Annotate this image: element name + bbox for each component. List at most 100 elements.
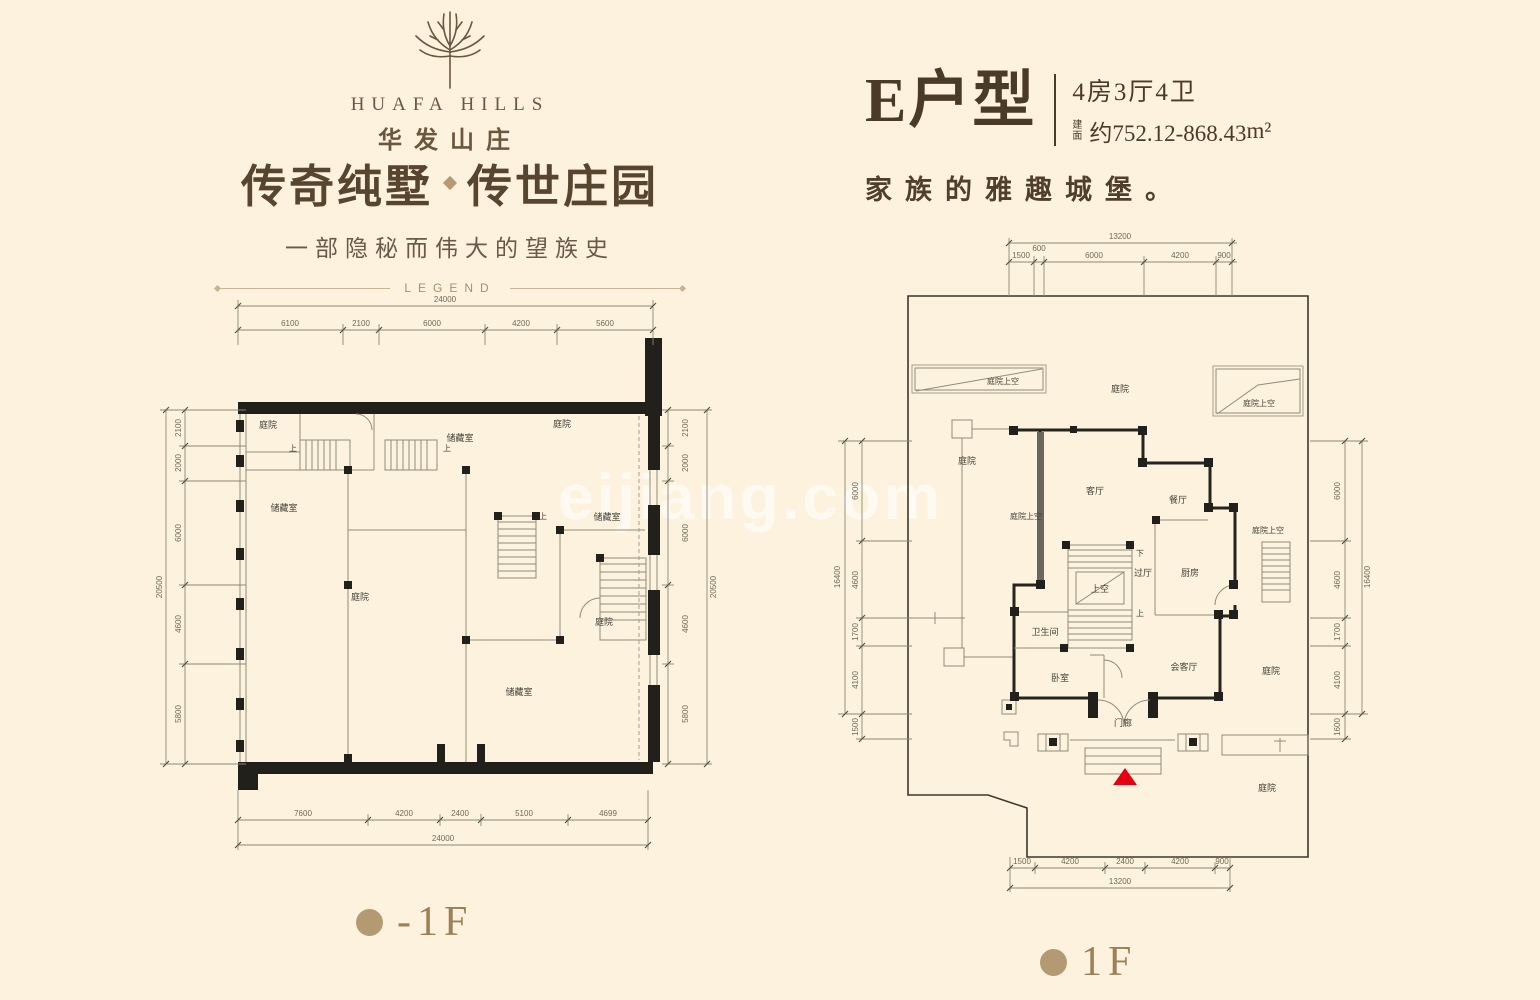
unit-tagline: 家族的雅趣城堡。 <box>865 175 1185 205</box>
dim-label: 4600 <box>174 615 183 633</box>
legend-row: LEGEND <box>213 281 687 295</box>
room-label: 储藏室 <box>505 686 532 697</box>
floor-label-text: 1F <box>1081 939 1138 985</box>
dim-label: 24000 <box>432 834 455 843</box>
floor-dot-icon <box>356 908 383 936</box>
room-label: 庭院上空 <box>1252 525 1284 535</box>
dim-label: 4200 <box>395 809 413 818</box>
dim-label: 900 <box>1215 857 1229 866</box>
dim-label: 4200 <box>1061 857 1079 866</box>
dim-label: 7600 <box>294 809 312 818</box>
unit-area: 建面 约752.12-868.43 m² <box>1072 114 1271 148</box>
headline-block: 传奇纯墅 传世庄园 一部隐秘而伟大的望族史 LEGEND <box>213 150 687 295</box>
dim-label: 6000 <box>423 319 441 328</box>
dim-label: 600 <box>1032 244 1046 253</box>
dim-label: 13200 <box>1109 232 1132 241</box>
stair-up-label: 上 <box>443 444 451 453</box>
unit-specs: 4房3厅4卫 建面 约752.12-868.43 m² <box>1072 70 1271 148</box>
dim-label: 16400 <box>1363 565 1372 588</box>
dim-label: 4600 <box>851 571 860 589</box>
stair-up-label: 上 <box>1136 609 1144 618</box>
dim-label: 6000 <box>1085 251 1103 260</box>
house-walls <box>1012 428 1237 700</box>
dim-label: 13200 <box>1109 877 1132 886</box>
site-boundary <box>907 295 1309 858</box>
dim-label: 5800 <box>681 705 690 723</box>
first-dims-left: 16400 6000 4600 1700 4100 1500 <box>833 437 912 743</box>
dim-label: 1600 <box>1333 718 1342 736</box>
entrance-marker-triangle <box>1113 768 1137 785</box>
basement-interior <box>246 413 647 762</box>
stair-up-label: 上 <box>289 444 297 453</box>
room-label: 储藏室 <box>593 511 620 522</box>
dim-label: 2000 <box>174 454 183 472</box>
room-label: 厨房 <box>1181 567 1199 578</box>
room-label: 庭院 <box>958 455 976 466</box>
dim-label: 900 <box>1217 251 1231 260</box>
first-floor-plan: 庭院上空 庭院 庭院上空 庭院 客厅 餐厅 庭院上空 上空 过厅 厨房 庭院上空… <box>833 232 1372 892</box>
room-label: 庭院 <box>1258 782 1276 793</box>
dim-label: 2100 <box>174 419 183 437</box>
headline-title-right: 传世庄园 <box>467 162 660 212</box>
basement-dims-left: 20500 2100 2000 6000 4600 5800 <box>155 406 246 768</box>
basement-dims-right: 20500 2100 2000 6000 4600 5800 <box>662 406 718 768</box>
dim-label: 5100 <box>515 809 533 818</box>
dim-label: 4100 <box>1333 671 1342 689</box>
basement-dims-bottom: 7600 4200 2400 5100 4699 24000 <box>234 790 652 850</box>
basement-room-labels: 庭院 储藏室 庭院 储藏室 储藏室 庭院 庭院 储藏室 上 上 上 <box>259 418 621 697</box>
floor-dot-icon <box>1040 948 1067 976</box>
dim-label: 2400 <box>1116 857 1134 866</box>
dim-label: 4200 <box>1171 251 1189 260</box>
dim-label: 1700 <box>851 623 860 641</box>
stair-down-label: 下 <box>1136 549 1144 558</box>
first-dims-bottom: 1500 4200 2400 4200 900 13200 <box>1006 857 1234 892</box>
unit-divider <box>1054 74 1057 146</box>
brand-block: HUAFA HILLS 华发山庄 <box>250 6 650 155</box>
headline-title: 传奇纯墅 传世庄园 <box>215 150 685 215</box>
left-pergola <box>943 419 1014 667</box>
unit-area-unit: m² <box>1246 118 1272 143</box>
basement-walls <box>236 338 662 790</box>
unit-layout: 4房3厅4卫 <box>1072 79 1197 106</box>
dim-label: 1500 <box>1012 251 1030 260</box>
dim-label: 2000 <box>681 454 690 472</box>
headline-title-left: 传奇纯墅 <box>240 162 433 212</box>
brand-name-cn: 华发山庄 <box>378 128 522 154</box>
room-label: 庭院上空 <box>1243 398 1275 408</box>
first-dims-top: 13200 1500 600 6000 4200 900 <box>1005 232 1237 296</box>
dim-label: 20500 <box>155 575 164 598</box>
room-label: 过厅 <box>1134 567 1152 578</box>
courtyard-boxes <box>911 364 1304 417</box>
dim-label: 1500 <box>851 718 860 736</box>
void-edge-hatch <box>1037 432 1044 583</box>
room-label: 会客厅 <box>1170 661 1197 672</box>
dim-label: 6000 <box>174 524 183 542</box>
dim-label: 1700 <box>1333 623 1342 641</box>
room-label: 庭院 <box>351 591 369 602</box>
legend-line-left <box>220 287 391 289</box>
basement-dims-top: 24000 6100 2100 6000 4200 5600 <box>234 295 657 345</box>
room-label: 庭院上空 <box>1010 511 1042 521</box>
dim-label: 6100 <box>281 319 299 328</box>
unit-area-value: 约752.12-868.43 <box>1089 121 1247 146</box>
house-interior <box>908 426 1309 775</box>
dim-label: 4600 <box>681 615 690 633</box>
unit-header: E户型 4房3厅4卫 建面 约752.12-868.43 m² <box>865 70 1271 148</box>
room-label: 卫生间 <box>1031 626 1058 637</box>
dim-label: 5800 <box>174 705 183 723</box>
headline-subtitle: 一部隐秘而伟大的望族史 <box>285 236 615 261</box>
legend-word: LEGEND <box>404 281 496 295</box>
first-floor-room-labels: 庭院上空 庭院 庭院上空 庭院 客厅 餐厅 庭院上空 上空 过厅 厨房 庭院上空… <box>958 376 1284 793</box>
legend-line-right <box>509 287 681 289</box>
basement-plan: 庭院 储藏室 庭院 储藏室 储藏室 庭院 庭院 储藏室 上 上 上 <box>155 295 718 850</box>
dim-label: 2100 <box>681 419 690 437</box>
dim-label: 4200 <box>512 319 530 328</box>
dim-label: 2400 <box>451 809 469 818</box>
room-label: 卧室 <box>1051 672 1069 683</box>
room-label: 庭院 <box>595 616 613 627</box>
room-label: 门廊 <box>1114 717 1132 728</box>
dim-label: 20500 <box>709 575 718 598</box>
dim-label: 2100 <box>352 319 370 328</box>
